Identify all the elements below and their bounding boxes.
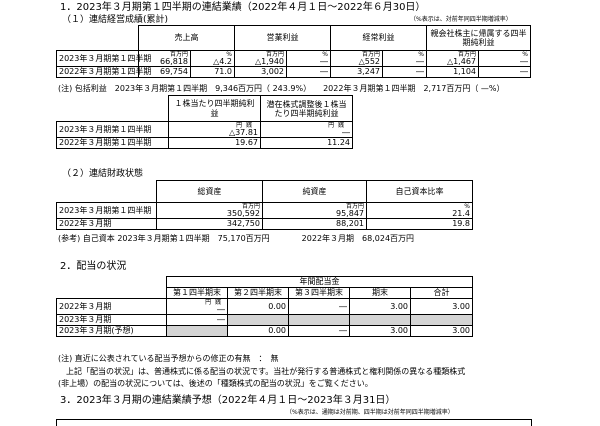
header-annual-dividend: 年間配当金 (166, 276, 473, 288)
total-dividend (410, 314, 473, 326)
header-q3-end: 第３四半期末 (288, 287, 350, 299)
q1-dividend: ― (166, 314, 228, 326)
ni-pct: ― (478, 66, 531, 78)
unit-sen: 銭 (214, 299, 221, 306)
section4-title: 3．2023年３月期の連結業績予想（2022年４月１日～2023年３月31日） (60, 395, 396, 406)
total-dividend: 3.00 (410, 325, 473, 337)
dividend-paragraph-line1: 上記「配当の状況」は、普通株式に係る配当の状況です。当社が発行する普通株式と権利… (66, 367, 466, 376)
section1-title: 1．2023年３月期第１四半期の連結業績（2022年４月１日～2022年６月30… (60, 2, 426, 13)
q2-dividend: 0.00 (227, 325, 289, 337)
header-net-income: 親会社株主に帰属する四半期純利益 (426, 25, 531, 51)
ord-value: 3,247 (330, 66, 383, 78)
unit-million-yen: 百万円 (265, 51, 284, 58)
header-net-assets: 純資産 (262, 180, 367, 203)
unit-yen: 円 (328, 122, 335, 129)
ord-pct: ― (382, 66, 427, 78)
header-diluted-eps: 潜在株式調整後１株当たり四半期純利益 (260, 95, 353, 122)
sales-pct: △4.2 (213, 57, 232, 66)
section1-subtitle: （１）連結経営成績(累計) (62, 15, 169, 25)
row-label: 2023年３月期第１四半期 (56, 121, 169, 138)
unit-million-yen: 百万円 (345, 203, 364, 210)
sales-pct: 71.0 (190, 66, 235, 78)
operating-results-table: 売上高 営業利益 経常利益 親会社株主に帰属する四半期純利益 2023年３月期第… (56, 25, 531, 78)
q3-dividend: ― (288, 298, 350, 315)
equity-ratio-value: 19.8 (366, 218, 473, 230)
net-assets-value: 88,201 (262, 218, 367, 230)
unit-sen: 銭 (337, 122, 344, 129)
unit-percent: % (522, 51, 528, 58)
net-assets-value: 95,847 (336, 209, 364, 218)
eps-table: １株当たり四半期純利益 潜在株式調整後１株当たり四半期純利益 2023年３月期第… (56, 95, 353, 149)
header-q2-end: 第２四半期末 (227, 287, 289, 299)
dividend-revision-note: (注) 直近に公表されている配当予想からの修正の有無 ： 無 (58, 354, 279, 363)
section2-title: （２）連結財政状態 (62, 169, 144, 179)
total-dividend: 3.00 (410, 298, 473, 315)
pct-note: （%表示は、対前年同四半期増減率） (410, 16, 512, 23)
header-eps: １株当たり四半期純利益 (168, 95, 261, 122)
q3-dividend: ― (288, 325, 350, 337)
row-label: 2022年３月期 (56, 218, 157, 230)
total-assets-value: 350,592 (226, 209, 260, 218)
unit-million-yen: 百万円 (457, 51, 476, 58)
dividend-table: 年間配当金 第１四半期末 第２四半期末 第３四半期末 期末 合計 2022年３月… (56, 276, 473, 337)
total-assets-value: 342,750 (156, 218, 263, 230)
eps-value: 19.67 (168, 137, 261, 149)
op-pct: ― (286, 66, 331, 78)
unit-sen: 銭 (245, 122, 252, 129)
unit-yen: 円 (205, 299, 212, 306)
ord-value: △552 (358, 57, 380, 66)
unit-percent: % (226, 51, 232, 58)
header-equity-ratio: 自己資本比率 (366, 180, 473, 203)
unit-percent: % (464, 203, 470, 210)
year-end-dividend: 3.00 (349, 325, 411, 337)
sales-value: 69,754 (138, 66, 191, 78)
unit-million-yen: 百万円 (241, 203, 260, 210)
header-sales: 売上高 (138, 25, 235, 51)
eps-value: △37.81 (228, 128, 258, 137)
unit-million-yen: 百万円 (361, 51, 380, 58)
q3-dividend (288, 314, 350, 326)
ord-pct: ― (416, 57, 424, 66)
unit-yen: 円 (236, 122, 243, 129)
op-value: 3,002 (234, 66, 287, 78)
comprehensive-income-note: (注) 包括利益 2023年３月期第１四半期 9,346百万円（ 243.9%）… (58, 84, 505, 93)
forecast-pct-note: （%表示は、通期は対前期、四半期は対前年同四半期増減率） (286, 409, 454, 416)
row-label: 2022年３月期第１四半期 (56, 137, 169, 149)
ni-value: 1,104 (426, 66, 479, 78)
row-label: 2023年３月期 (56, 314, 167, 326)
header-total-assets: 総資産 (156, 180, 263, 203)
op-value: △1,940 (254, 57, 284, 66)
q2-dividend (227, 314, 289, 326)
row-label: 2023年３月期(予想) (56, 325, 167, 337)
ni-pct: ― (520, 57, 528, 66)
dividend-paragraph-line2: (非上場）の配当の状況については、後述の「種類株式の配当の状況」をご覧ください。 (58, 379, 373, 388)
row-label: 2022年３月期第１四半期 (56, 66, 151, 78)
unit-percent: % (418, 51, 424, 58)
forecast-table-top (56, 419, 532, 426)
header-operating-profit: 営業利益 (234, 25, 331, 51)
header-year-end: 期末 (349, 287, 411, 299)
row-label: 2023年３月期第１四半期 (56, 50, 151, 67)
row-label: 2022年３月期 (56, 298, 167, 315)
diluted-eps-value: 11.24 (260, 137, 353, 149)
q2-dividend: 0.00 (227, 298, 289, 315)
header-ordinary-profit: 経常利益 (330, 25, 427, 51)
year-end-dividend (349, 314, 411, 326)
unit-percent: % (322, 51, 328, 58)
sales-value: 66,818 (160, 57, 188, 66)
equity-ratio-value: 21.4 (452, 209, 470, 218)
q1-dividend: ― (217, 305, 225, 314)
row-label: 2023年３月期第１四半期 (56, 202, 157, 219)
diluted-eps-value: ― (342, 128, 350, 137)
op-pct: ― (320, 57, 328, 66)
header-q1-end: 第１四半期末 (166, 287, 228, 299)
section3-title: 2．配当の状況 (60, 261, 127, 272)
year-end-dividend: 3.00 (349, 298, 411, 315)
ni-value: △1,467 (446, 57, 476, 66)
header-total: 合計 (410, 287, 473, 299)
equity-reference-note: (参考) 自己資本 2023年３月期第１四半期 75,170百万円 2022年３… (58, 234, 415, 243)
unit-million-yen: 百万円 (169, 51, 188, 58)
q1-dividend (166, 325, 228, 337)
